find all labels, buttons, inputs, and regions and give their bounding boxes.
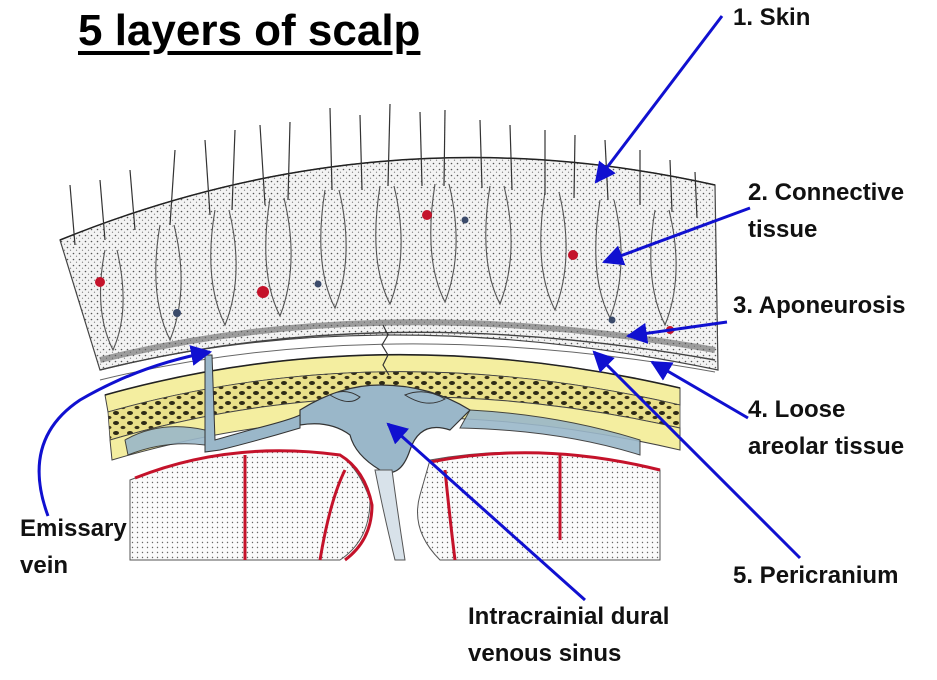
skin-surface-line <box>59 156 716 241</box>
cortical-arteries <box>134 449 661 562</box>
arrow-emissary-vein <box>37 345 213 517</box>
label-connective-line1: 2. Connective <box>748 179 905 206</box>
label-sinus-line2: venous sinus <box>468 640 622 667</box>
label-aponeurosis: 3. Aponeurosis <box>733 292 906 319</box>
hair-follicles <box>99 183 677 352</box>
aponeurosis-layer <box>99 319 716 363</box>
falx-cerebri <box>374 469 406 561</box>
label-emissary-line2: vein <box>20 552 69 579</box>
arrow-aponeurosis <box>625 320 728 344</box>
loose-areolar-layer <box>99 343 716 381</box>
diagram-title: 5 layers of scalp <box>78 6 421 55</box>
arrow-pericranium <box>592 350 802 560</box>
dermal-vessels <box>95 210 674 334</box>
label-sinus-line1: Intracrainial dural <box>468 603 670 630</box>
label-pericranium: 5. Pericranium <box>733 562 899 589</box>
arrow-loose-areolar <box>650 360 749 420</box>
arrow-skin <box>594 15 724 184</box>
emissary-vein-channel <box>204 354 301 453</box>
label-skin: 1. Skin <box>733 4 811 31</box>
pointer-arrows <box>37 15 802 602</box>
arrow-sinus <box>386 422 586 602</box>
arrow-connective <box>602 206 751 266</box>
label-emissary-line1: Emissary <box>20 515 127 542</box>
label-connective-line2: tissue <box>748 216 818 243</box>
dural-venous-sinus <box>299 384 471 474</box>
hairs <box>69 103 698 246</box>
label-loose-line1: 4. Loose <box>748 396 846 423</box>
label-loose-line2: areolar tissue <box>748 433 905 460</box>
